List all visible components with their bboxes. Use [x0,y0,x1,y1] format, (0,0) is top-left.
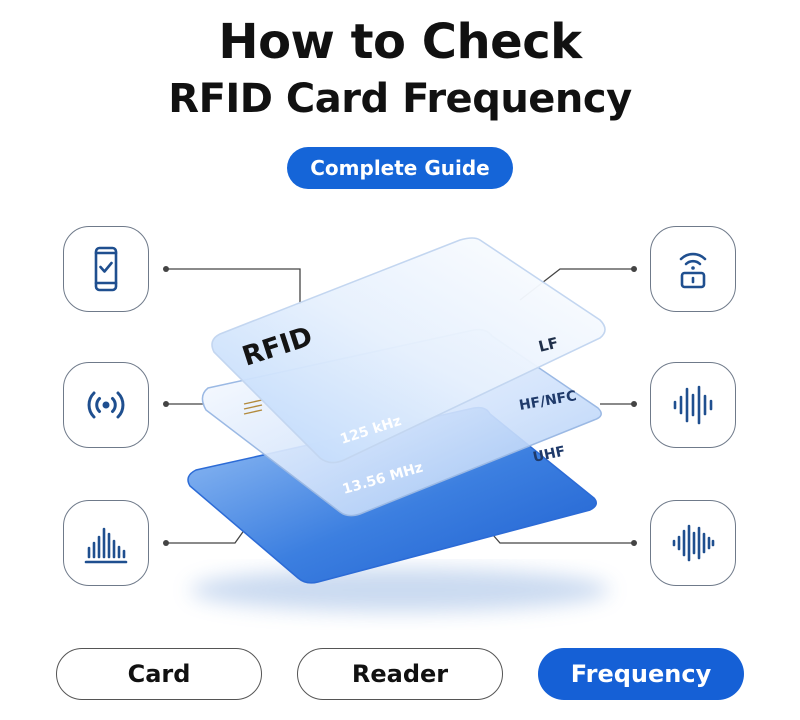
complete-guide-badge: Complete Guide [287,147,513,189]
page-subtitle: RFID Card Frequency [168,76,632,122]
tab-reader[interactable]: Reader [297,648,503,700]
card-lf-rfid: RFID LF 125 kHz [211,237,606,464]
tab-frequency[interactable]: Frequency [538,648,744,700]
tab-card[interactable]: Card [56,648,262,700]
chip-contacts-icon [243,399,263,415]
card-lf-band: LF [537,334,561,356]
page-title: How to Check [218,14,582,70]
signal-bars-icon [63,500,149,586]
sound-wave-icon [650,500,736,586]
radio-signal-icon [63,362,149,448]
wireless-lock-icon [650,226,736,312]
card-uhf-band: UHF [532,443,567,465]
connector-lines [163,266,637,546]
sound-wave-icon [650,362,736,448]
smartphone-check-icon [63,226,149,312]
